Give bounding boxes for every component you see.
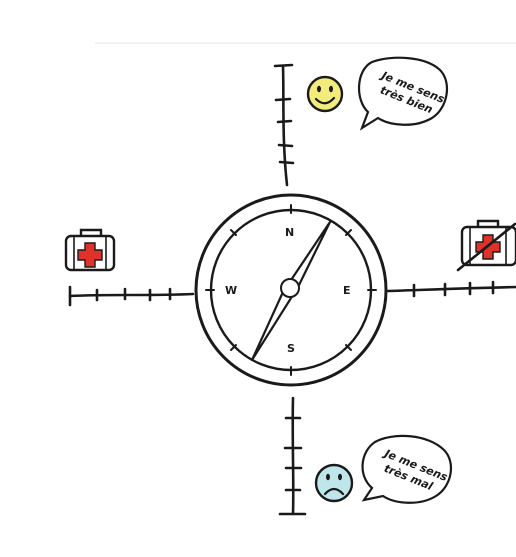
crossed-out-first-aid-kit-icon [456, 219, 516, 272]
sad-face-icon [314, 463, 354, 503]
speech-bubble-bottom: Je me sens très mal [361, 434, 453, 504]
first-aid-kit-icon [64, 228, 116, 272]
smiley-face-icon [306, 75, 344, 113]
horizontal-axis-left [68, 285, 195, 307]
compass-south-label: S [287, 342, 295, 355]
speech-bubble-top: Je me sens très bien [357, 56, 449, 131]
compass: N S E W [194, 193, 388, 387]
compass-east-label: E [343, 284, 351, 297]
horizontal-axis-right [386, 280, 516, 298]
vertical-axis-bottom [278, 396, 307, 516]
vertical-axis-top [273, 63, 295, 187]
compass-west-label: W [225, 284, 237, 297]
compass-north-label: N [285, 226, 294, 239]
